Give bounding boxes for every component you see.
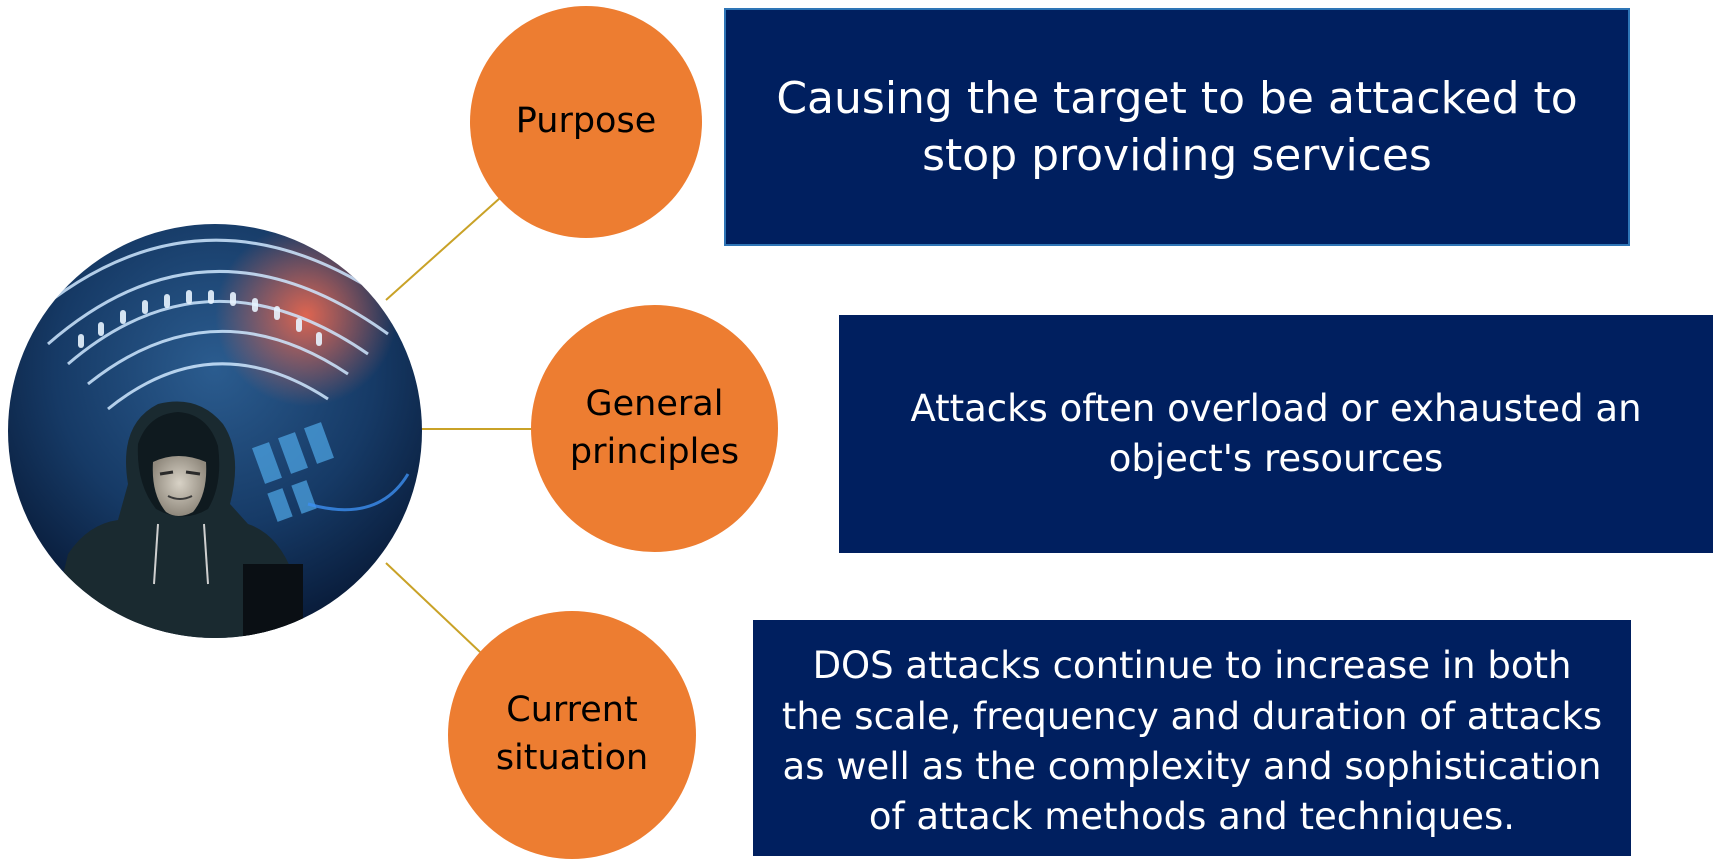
connector-current xyxy=(385,562,481,653)
current-situation-circle: Current situation xyxy=(448,611,696,859)
general-principles-circle: General principles xyxy=(531,305,778,552)
purpose-label: Purpose xyxy=(515,101,657,142)
general-principles-description-box: Attacks often overload or exhausted an o… xyxy=(839,315,1713,553)
current-situation-label: Current situation xyxy=(495,690,649,778)
purpose-description-box: Causing the target to be attacked to sto… xyxy=(724,8,1630,246)
current-situation-description-box: DOS attacks continue to increase in both… xyxy=(753,620,1631,856)
purpose-circle: Purpose xyxy=(470,6,702,238)
connector-purpose xyxy=(385,197,501,301)
general-principles-label: General principles xyxy=(569,383,740,472)
general-principles-description: Attacks often overload or exhausted an o… xyxy=(910,386,1642,480)
purpose-description: Causing the target to be attacked to sto… xyxy=(776,72,1578,181)
current-situation-description: DOS attacks continue to increase in both… xyxy=(781,644,1603,839)
hacker-photo xyxy=(8,224,422,638)
